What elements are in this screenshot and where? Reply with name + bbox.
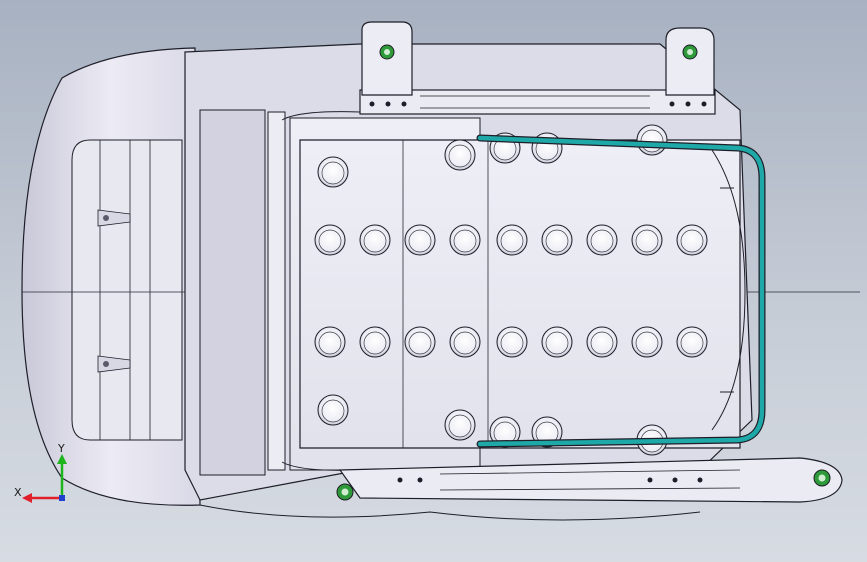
pan-hole-rim [318,331,342,355]
pan-hole [631,326,663,358]
pan-hole [586,326,618,358]
pan-hole [314,326,346,358]
bottom-rail [199,457,843,521]
pan-hole [541,326,573,358]
axis-x-label: X [14,486,22,499]
pan-hole [586,224,618,256]
pan-hole [449,326,481,358]
pan-hole-rim [590,229,614,253]
pan-hole-rim [545,229,569,253]
axis-y-label: Y [57,442,65,455]
pan-hole-rim [500,331,524,355]
pan-hole [496,326,528,358]
pan-hole [631,224,663,256]
pan-hole [444,409,476,441]
pan-hole [449,224,481,256]
pan-hole [314,224,346,256]
pan-hole-rim [500,229,524,253]
pan-hole [496,224,528,256]
pan-hole-rim [363,229,387,253]
pan-hole [359,224,391,256]
pan-hole-rim [363,331,387,355]
pan-hole [636,124,668,156]
pan-hole [317,156,349,188]
seat-cushion [21,47,860,506]
pan-hole-rim [321,399,345,423]
pan-hole-rim [590,331,614,355]
pan-hole [317,394,349,426]
pan-hole-rim [448,144,472,168]
pan-hole-rim [680,229,704,253]
pan-hole [676,224,708,256]
pan-hole-rim [448,414,472,438]
pan-hole-rim [453,229,477,253]
pan-hole-rim [635,331,659,355]
pan-hole-rim [453,331,477,355]
pan-hole-rim [635,229,659,253]
seat-frame [184,43,753,501]
pan-hole [359,326,391,358]
pan-hole [404,326,436,358]
pan-hole [404,224,436,256]
top-rail [359,21,716,115]
pan-hole-rim [680,331,704,355]
support-rod [476,134,766,448]
pan-hole-rim [318,229,342,253]
pan-hole-rim [545,331,569,355]
pan-hole [541,224,573,256]
pan-hole-rim [321,161,345,185]
pan-hole-rim [408,331,432,355]
axis-triad: Y X [14,442,67,503]
pan-hole [676,326,708,358]
pan-hole [444,139,476,171]
pan-hole-rim [408,229,432,253]
